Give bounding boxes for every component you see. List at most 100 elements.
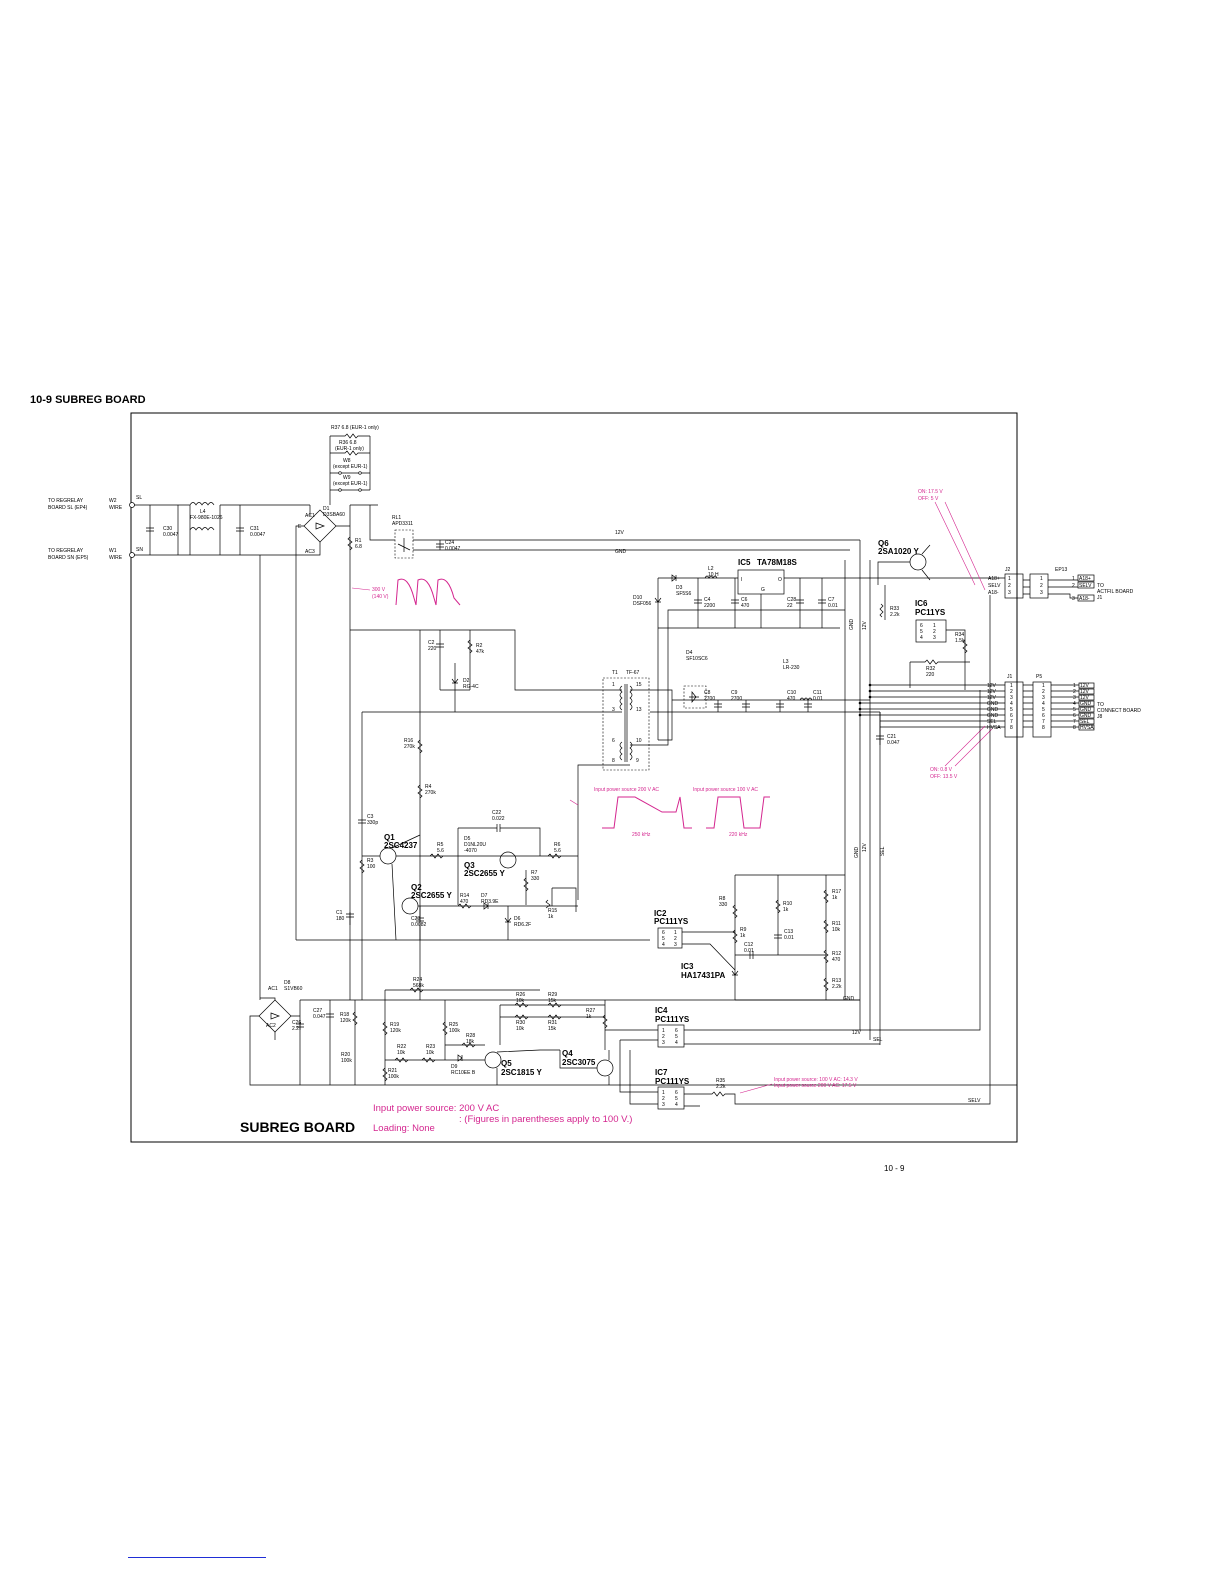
l2-value: 10 H [708, 572, 719, 578]
t1-pin-10: 10 [636, 738, 642, 744]
r36-note: (EUR-1 only) [335, 446, 364, 452]
p5-pin-5: 5 [1073, 707, 1076, 713]
ep13-pin-2-name: SELV [1079, 583, 1092, 589]
to-connect-3: J8 [1097, 714, 1103, 720]
c2-value: 220 [428, 646, 437, 652]
c13-label: C13 [784, 929, 793, 935]
d1-label: D1 [323, 506, 330, 512]
r33-value: 2.2k [890, 612, 900, 618]
w9-label: W9 [343, 475, 351, 481]
r9-value: 1k [740, 933, 746, 939]
c26-label: C26 [292, 1020, 301, 1026]
p5-pin-1-name: 12V [1080, 683, 1090, 689]
c21-label: C21 [887, 734, 896, 740]
r3-value: 100 [367, 864, 376, 870]
l4-label: L4 [200, 509, 206, 515]
ep13-in-pin-3: 3 [1040, 590, 1043, 596]
r27-value: 1k [586, 1014, 592, 1020]
c2-label: C2 [428, 640, 435, 646]
ic4-pin-3: 3 [662, 1040, 665, 1046]
ic6-pin-1: 1 [933, 623, 936, 629]
net-sl: SL [136, 495, 142, 501]
note-input-source: Input power source: 200 V AC [373, 1103, 499, 1114]
r12-value: 470 [832, 957, 841, 963]
ac2-label: AC2 [266, 1023, 276, 1029]
q6-value: 2SA1020 Y [878, 547, 919, 556]
ep13-pin-3-name: A18- [1079, 596, 1090, 602]
v300-label: 300 V [372, 587, 386, 593]
d5-label: D5 [464, 836, 471, 842]
t1-pin-1: 1 [612, 682, 615, 688]
ic5-pin-o: O [778, 577, 782, 583]
rl1-label: RL1 [392, 515, 401, 521]
r16-value: 270k [404, 744, 415, 750]
d6-label: D6 [514, 916, 521, 922]
p5-pin-8: 8 [1073, 725, 1076, 731]
p5-in-pin-1: 1 [1042, 683, 1045, 689]
input-sl-wire: W2 [109, 498, 117, 504]
c10-label: C10 [787, 690, 796, 696]
r15-value: 1k [548, 914, 554, 920]
ic4-pin-2: 2 [662, 1034, 665, 1040]
p5-pin-4: 4 [1073, 701, 1076, 707]
q6-label: Q6 [878, 539, 889, 548]
j2-pin-3: 3 [1008, 590, 1011, 596]
p5-pin-6: 6 [1073, 713, 1076, 719]
r6-label: R6 [554, 842, 561, 848]
r23-label: R23 [426, 1044, 435, 1050]
j1-pin-6-name: GND [987, 713, 999, 719]
ep13-pin-1-name: A18+ [1079, 576, 1091, 582]
r31-value: 15k [548, 1026, 557, 1032]
q4-value: 2SC3075 [562, 1058, 596, 1067]
r34-label: R34 [955, 632, 964, 638]
ic2-label: IC2 [654, 909, 667, 918]
on-bot-2: OFF: 13.5 V [930, 774, 958, 780]
ic4-value: PC111YS [655, 1015, 690, 1024]
ic5-label: IC5 [738, 558, 751, 567]
j1-p5-pins: 12V 12V 12V GND GND GND SEL HVSA 1 2 3 4… [987, 683, 1076, 731]
c30-value: 0.0047 [163, 532, 179, 538]
r2-value: 47k [476, 649, 485, 655]
j1-pin-5-name: GND [987, 707, 999, 713]
d7-value: RD3.9E [481, 899, 499, 905]
wave-100-label: Input power source 100 V AC [693, 787, 758, 793]
to-actfil-1: TO [1097, 583, 1104, 589]
q2-label: Q2 [411, 883, 422, 892]
d3-label: D3 [676, 585, 683, 591]
r5-label: R5 [437, 842, 444, 848]
c10-value: 470 [787, 696, 796, 702]
p5-in-pin-7: 7 [1042, 719, 1045, 725]
on-bot-1: ON: 0.8 V [930, 767, 953, 773]
ic7-pin-6: 6 [675, 1090, 678, 1096]
r20-value: 100k [341, 1058, 352, 1064]
j1-pin-7-name: SEL [987, 719, 997, 725]
ic3-label: IC3 [681, 962, 694, 971]
r34-value: 1.5k [955, 638, 965, 644]
r7-value: 330 [531, 876, 540, 882]
c26-value: 2.2 [292, 1026, 299, 1032]
r22-label: R22 [397, 1044, 406, 1050]
net-sel-vert: SEL [880, 846, 886, 856]
ic4-pin-1: 1 [662, 1028, 665, 1034]
r23-value: 10k [426, 1050, 435, 1056]
ic2-pin-5: 5 [662, 936, 665, 942]
r5-value: 5.6 [437, 848, 444, 854]
c28-label: C28 [787, 597, 796, 603]
c7-label: C7 [828, 597, 835, 603]
ic5-pin-i: I [741, 577, 742, 583]
j2-pin-1: 1 [1008, 576, 1011, 582]
c1-label: C1 [336, 910, 343, 916]
j1-pin-4-name: GND [987, 701, 999, 707]
j1-pin-7: 7 [1010, 719, 1013, 725]
l3-value: LR-230 [783, 665, 800, 671]
c7-value: 0.01 [828, 603, 838, 609]
r17-value: 1k [832, 895, 838, 901]
board-outline [130, 412, 1018, 1143]
to-actfil-2: ACTFIL BOARD [1097, 589, 1134, 595]
d8-value: S1VB60 [284, 986, 303, 992]
ac1b-label: AC1 [268, 986, 278, 992]
d5-cap: -4070 [464, 848, 477, 854]
j1-pin-2-name: 12V [987, 689, 997, 695]
q3-label: Q3 [464, 861, 475, 870]
r18-value: 120k [340, 1018, 351, 1024]
